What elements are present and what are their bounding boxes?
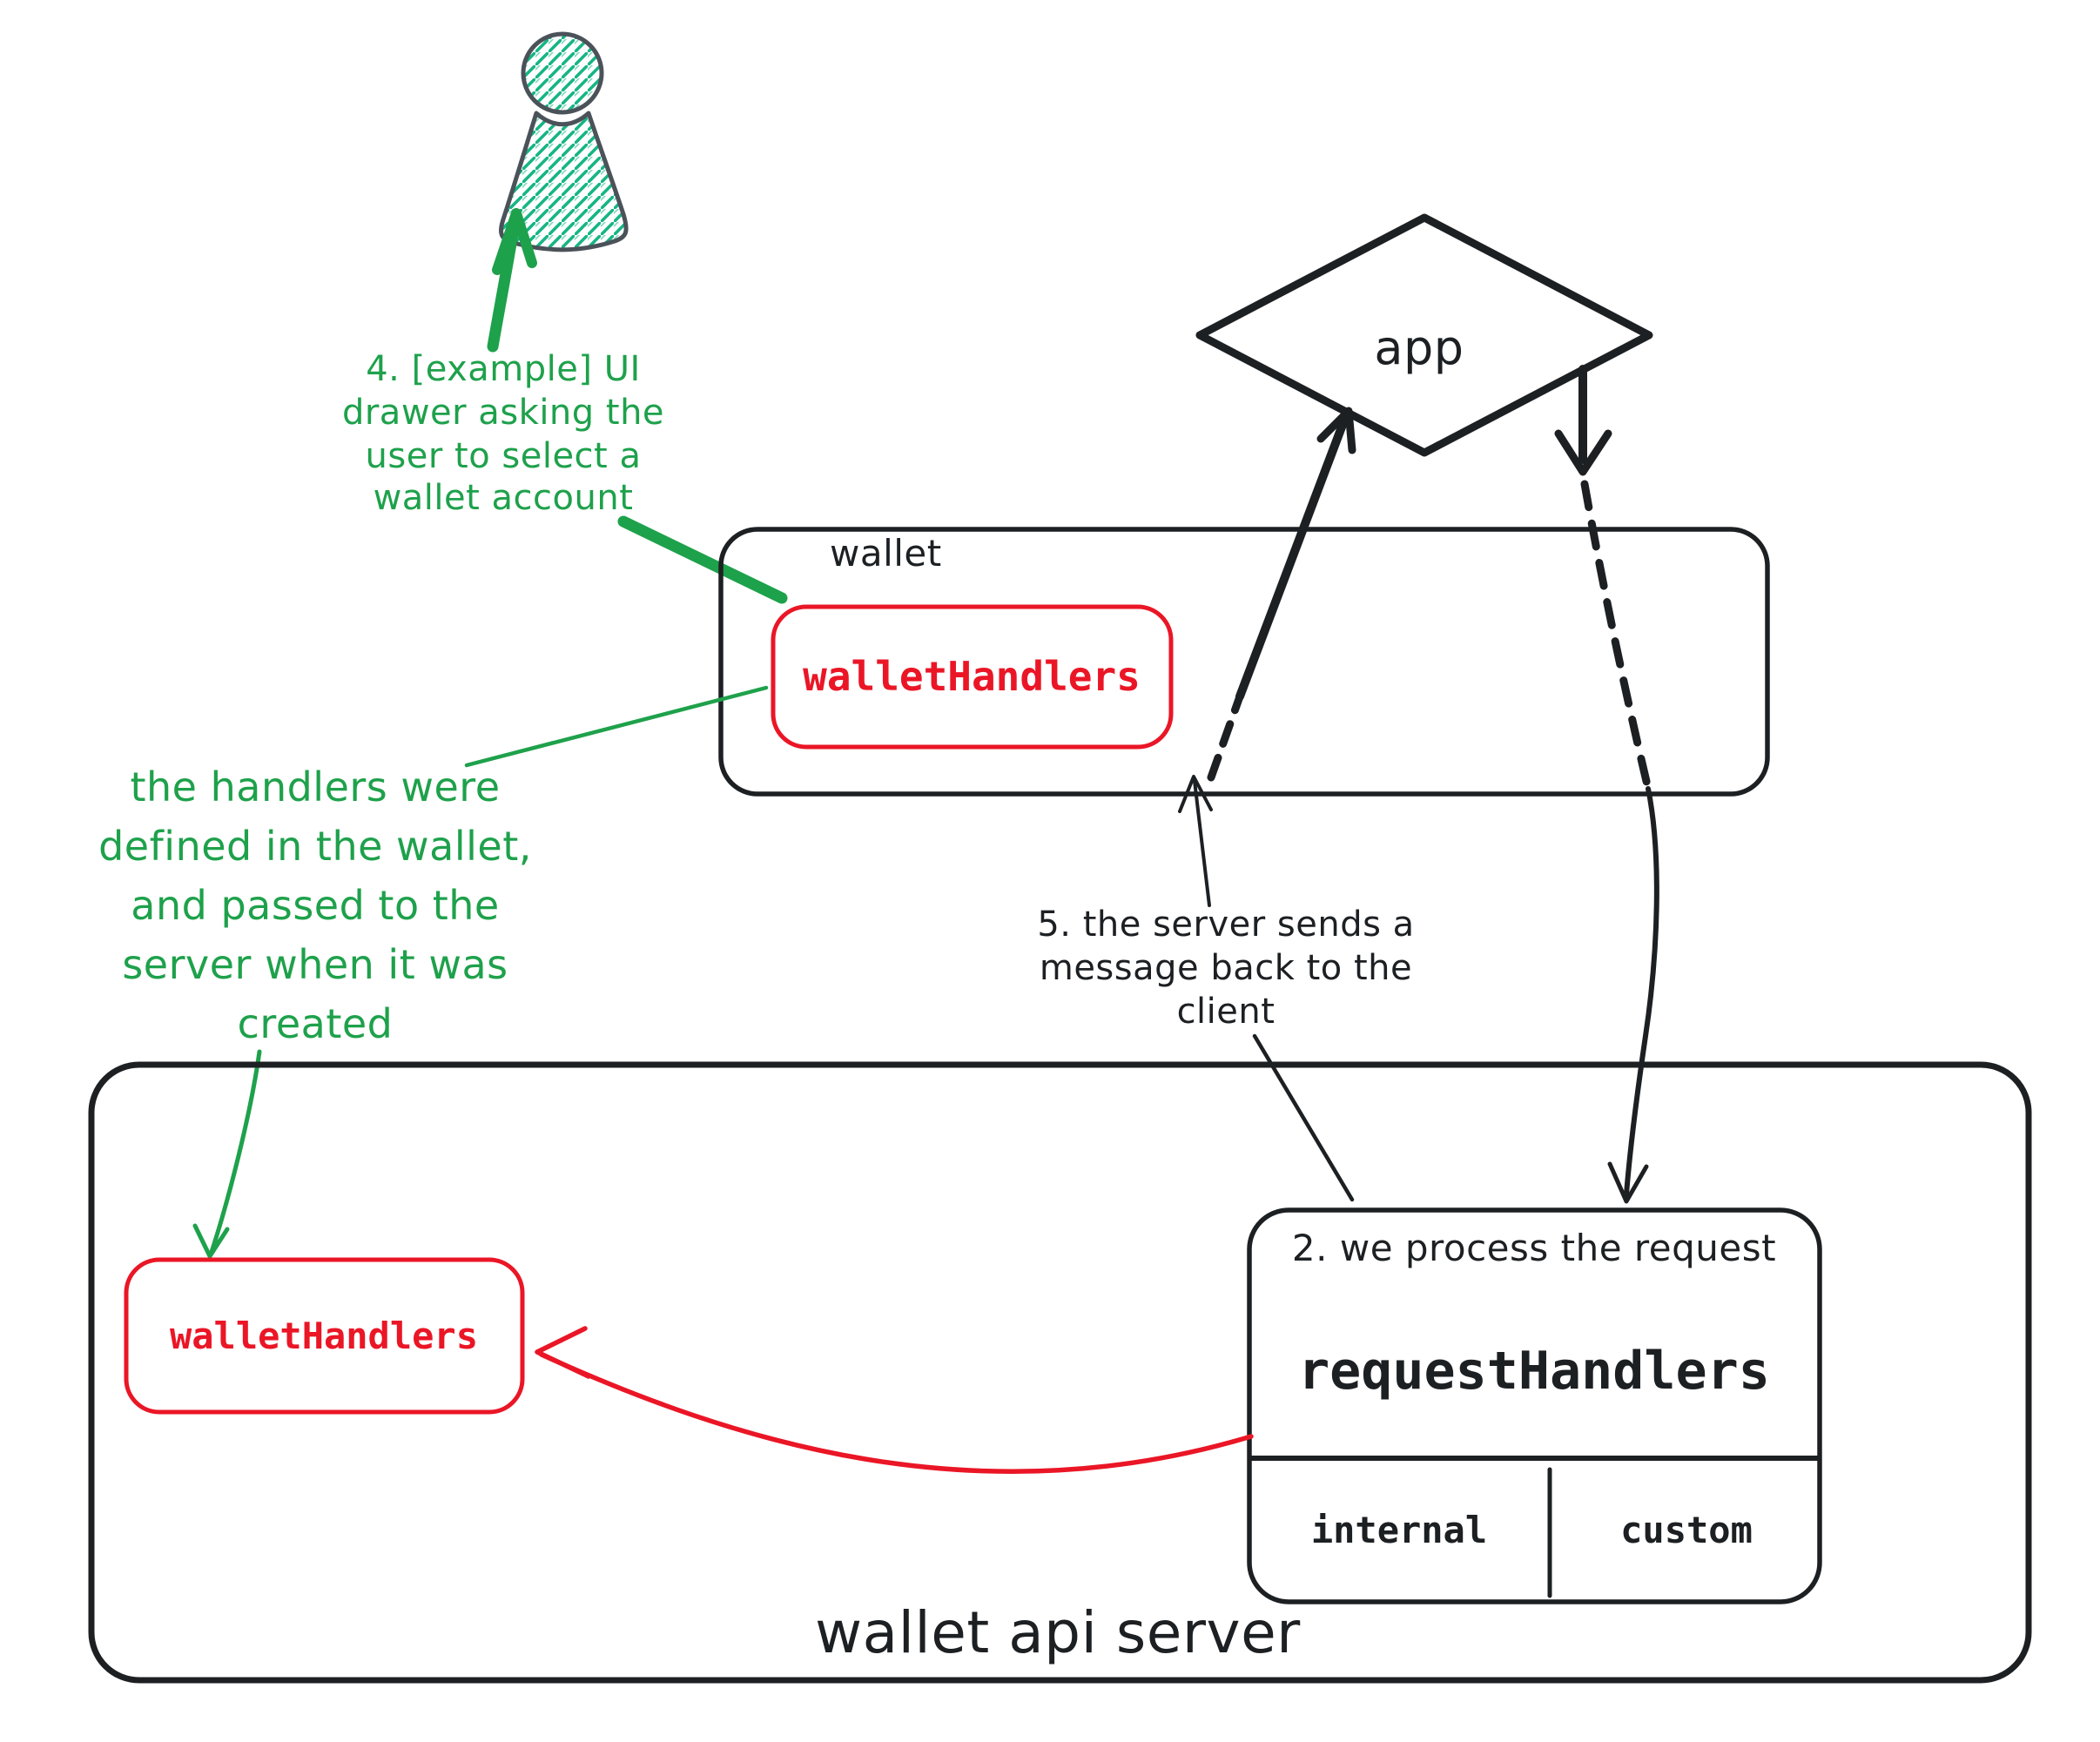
annotation-example-ui-line: 4. [example] UI bbox=[366, 349, 641, 389]
annotation-example-ui-line: wallet account bbox=[374, 478, 634, 518]
annotation-server-sends: 5. the server sends a message back to th… bbox=[1037, 905, 1414, 1032]
leader-example-ui-to-wallethandlers bbox=[617, 515, 788, 604]
arrow-to-user bbox=[487, 208, 537, 353]
annotation-example-ui-line: user to select a bbox=[366, 436, 642, 476]
person-head bbox=[521, 31, 604, 115]
annotation-server-sends-line: 5. the server sends a bbox=[1037, 905, 1414, 945]
annotation-handlers-note-line: and passed to the bbox=[131, 882, 499, 929]
request-handlers-label: requestHandlers bbox=[1298, 1341, 1770, 1402]
wallet-handlers-label: walletHandlers bbox=[803, 653, 1141, 700]
annotation-example-ui-line: drawer asking the bbox=[342, 393, 664, 433]
wallet-handlers-box bbox=[771, 604, 1174, 750]
server-wallet-handlers-label: walletHandlers bbox=[170, 1315, 478, 1357]
request-handlers-caption: 2. we process the request bbox=[1292, 1227, 1776, 1269]
annotation-handlers-note: the handlers were defined in the wallet,… bbox=[98, 763, 532, 1047]
user-person-icon bbox=[498, 31, 629, 252]
app-node: app bbox=[1195, 213, 1653, 457]
wallet-box-label: wallet bbox=[830, 532, 942, 575]
app-diamond bbox=[1195, 213, 1653, 457]
request-handlers-box: 2. we process the request requestHandler… bbox=[1247, 1207, 1822, 1604]
arrow-app-to-server bbox=[1554, 365, 1659, 1204]
annotation-handlers-note-line: the handlers were bbox=[130, 763, 500, 810]
annotation-server-sends-line: message back to the bbox=[1040, 948, 1412, 988]
server-box-label: wallet api server bbox=[815, 1599, 1301, 1666]
request-handlers-cell-custom: custom bbox=[1620, 1509, 1753, 1551]
leader-note-to-requesthandlers bbox=[1252, 1033, 1355, 1202]
arrow-note-to-server-wallethandlers bbox=[192, 1049, 262, 1259]
annotation-server-sends-line: client bbox=[1177, 992, 1275, 1032]
arrow-requesthandlers-to-wallethandlers bbox=[535, 1326, 1254, 1475]
request-handlers-outline bbox=[1247, 1207, 1822, 1604]
arrow-note-to-message-line bbox=[1178, 775, 1213, 907]
annotation-handlers-note-line: server when it was bbox=[122, 941, 508, 988]
arrow-server-to-app bbox=[1207, 407, 1356, 782]
server-box bbox=[88, 1061, 2032, 1684]
annotation-handlers-note-line: created bbox=[238, 1000, 394, 1047]
leader-note-to-wallethandlers bbox=[464, 685, 769, 768]
wallet-box bbox=[718, 527, 1770, 797]
server-wallet-handlers-box bbox=[124, 1257, 525, 1415]
annotation-handlers-note-line: defined in the wallet, bbox=[98, 823, 532, 870]
annotation-example-ui: 4. [example] UI drawer asking the user t… bbox=[342, 349, 664, 518]
request-handlers-cell-internal: internal bbox=[1311, 1509, 1487, 1551]
person-body bbox=[498, 111, 629, 252]
app-label: app bbox=[1374, 320, 1464, 375]
